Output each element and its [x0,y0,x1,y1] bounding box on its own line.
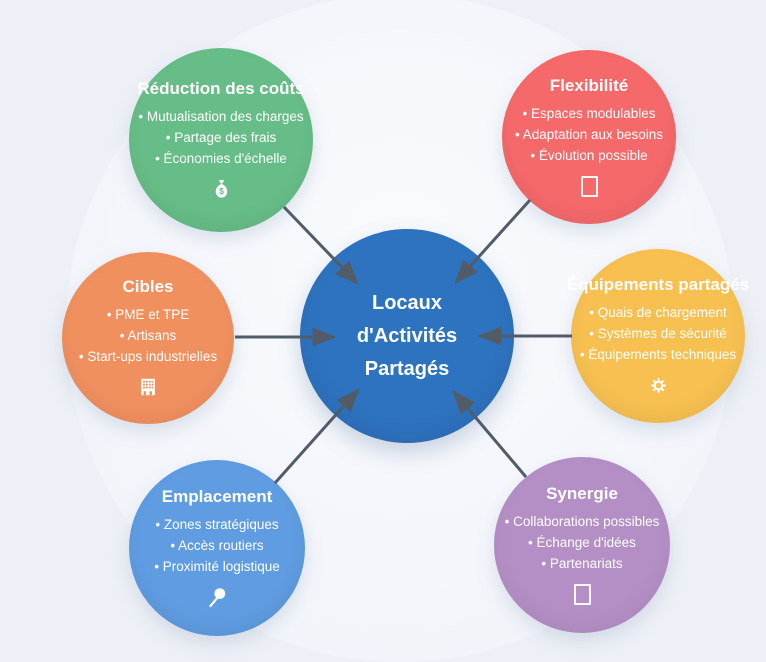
list-item: • Économies d'échelle [155,151,287,166]
list-item: • Accès routiers [170,538,264,553]
list-item: • Start-ups industrielles [78,349,218,364]
node-reduction-des-couts: Réduction des coûts • Mutualisation des … [129,48,313,232]
node-title: Flexibilité [549,76,629,95]
list-item: • Zones stratégiques [155,517,279,532]
node-title: Équipements partagés [566,275,750,294]
list-item: • Partage des frais [165,130,277,145]
node-bullet-list: • Mutualisation des charges • Partage des… [111,106,332,169]
node-title: Réduction des coûts [137,79,305,98]
node-emplacement: Emplacement • Zones stratégiques • Accès … [129,460,305,636]
node-title: Cibles [122,277,174,296]
list-item: Locaux [371,291,443,314]
list-item: • Quais de chargement [589,305,727,320]
list-item: • Évolution possible [530,148,648,163]
node-bullet-list: • Espaces modulables • Adaptation aux bes… [485,103,694,166]
list-item: • Échange d'idées [528,535,636,550]
node-bullet-list: • PME et TPE • Artisans • Start-ups indust… [45,304,251,367]
list-item: • Mutualisation des charges [138,109,304,124]
list-item: • PME et TPE [106,307,190,322]
node-title: Synergie [546,484,618,503]
missing-glyph-icon [573,581,591,607]
node-bullet-list: • Zones stratégiques • Accès routiers • Pr… [111,514,322,577]
node-bullet-list: • Collaborations possibles • Échange d'id… [476,511,687,574]
building-icon [137,374,159,400]
list-item: • Espaces modulables [522,106,656,121]
missing-glyph-icon [580,173,598,199]
list-item: • Partenariats [541,556,623,571]
money-bag-icon: $ [210,176,233,202]
list-item: Partagés [364,357,450,380]
node-title: Emplacement [161,487,273,506]
round-pushpin-icon [205,584,229,610]
node-bullet-list: • Quais de chargement • Systèmes de sécur… [554,302,763,365]
list-item: • Adaptation aux besoins [514,127,664,142]
list-item: • Artisans [119,328,177,343]
list-item: • Proximité logistique [154,559,280,574]
list-item: • Systèmes de sécurité [589,326,727,341]
list-item: • Équipements techniques [579,347,737,362]
svg-text:$: $ [219,186,224,196]
list-item: d'Activités [356,324,458,347]
node-cibles: Cibles • PME et TPE • Artisans • Start-ups… [62,252,234,424]
node-synergie: Synergie • Collaborations possibles • Éch… [494,457,670,633]
list-item: • Collaborations possibles [504,514,660,529]
gear-icon [650,372,667,398]
node-equipements-partages: Équipements partagés • Quais de chargeme… [567,249,749,423]
node-flexibilite: Flexibilité • Espaces modulables • Adapta… [502,50,676,224]
